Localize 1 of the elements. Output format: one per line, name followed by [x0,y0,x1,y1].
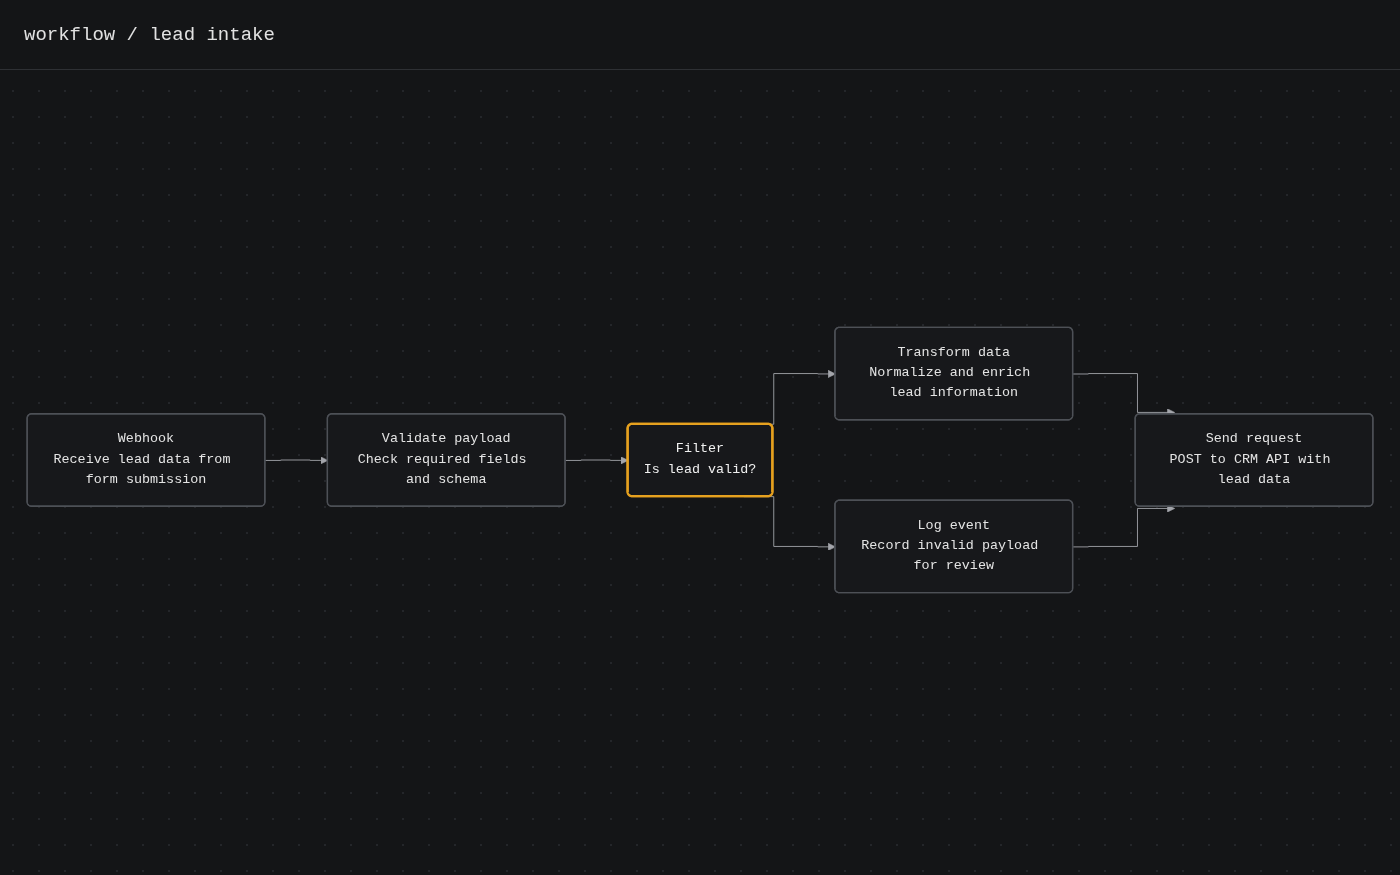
title: workflow / lead intake [24,23,275,46]
